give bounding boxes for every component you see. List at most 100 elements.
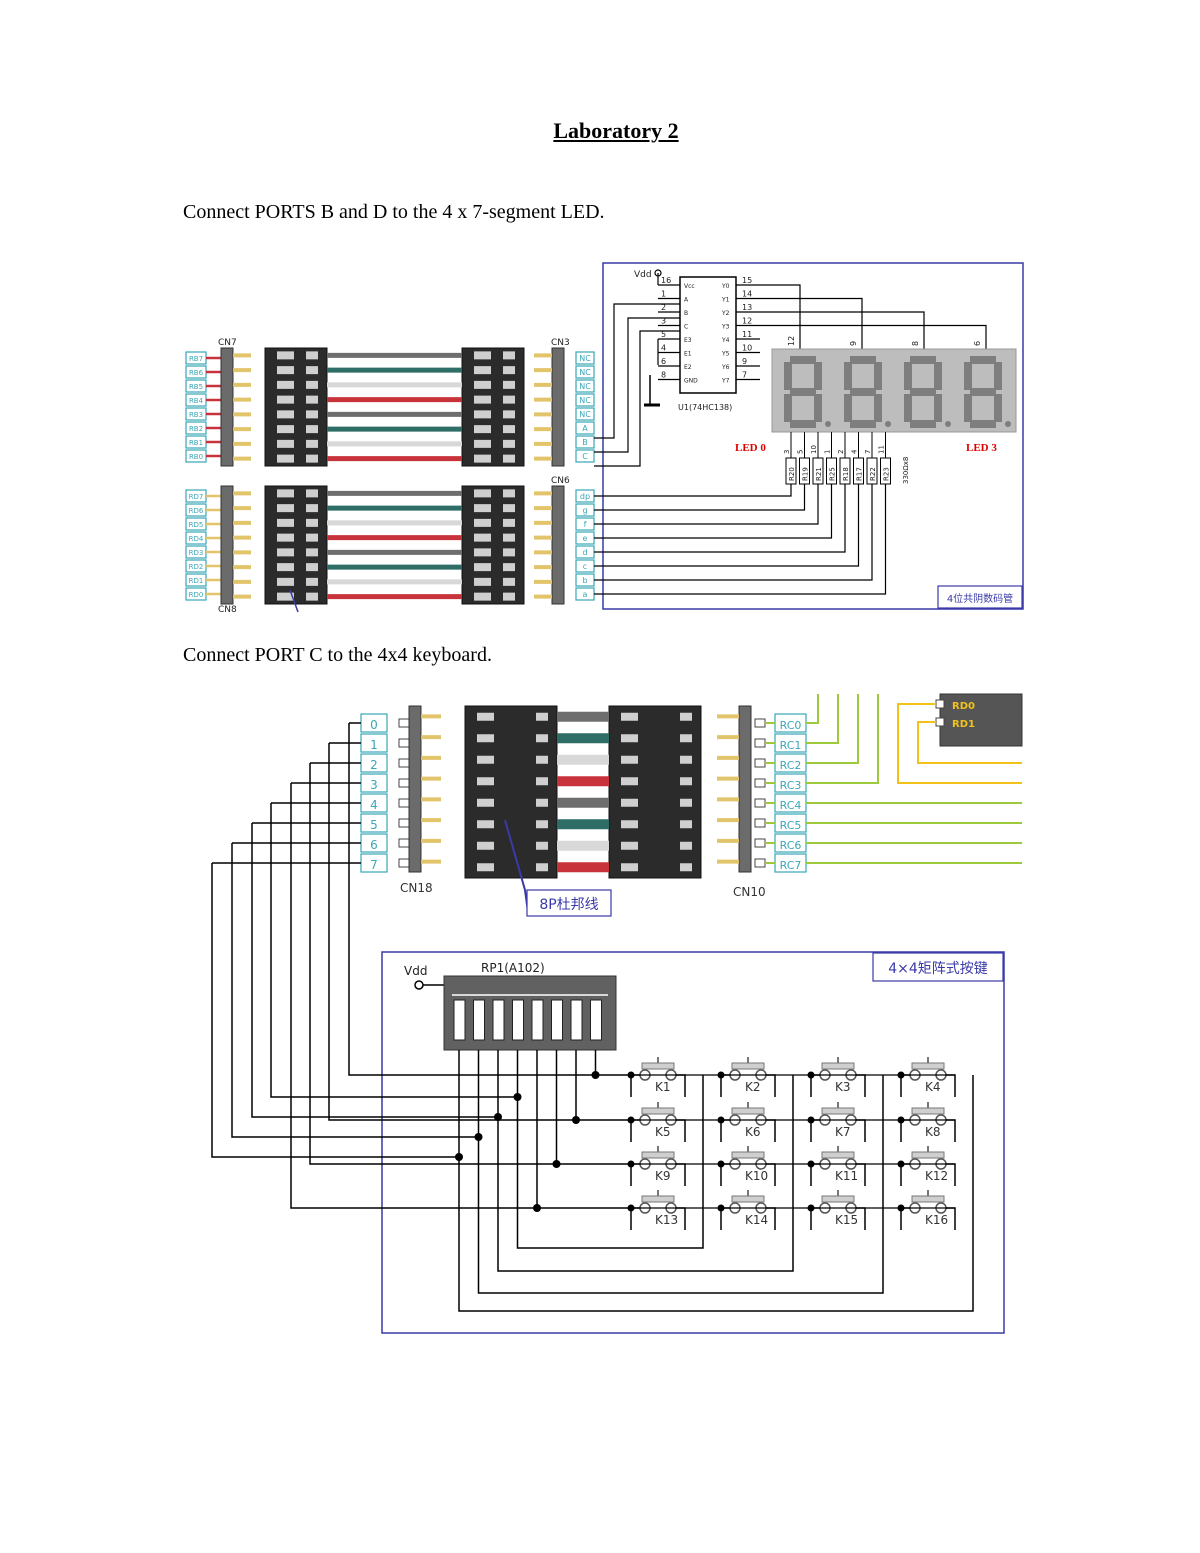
key-wire [810,1207,820,1230]
pin-label: RC5 [780,819,802,832]
segment-e [784,394,792,422]
key-wire [810,1074,820,1097]
keypad-panel-frame [381,951,1005,1334]
header-pin [717,755,739,760]
header-pin [233,441,251,446]
segment-pin-number: 1 [824,450,832,454]
header-socket [754,798,766,808]
cn3-header [551,347,565,467]
dupont-housing-right-top [461,347,525,467]
nc-label [575,393,595,407]
rd-label: RD1 [952,719,975,730]
dupont-pin-slot [306,454,318,463]
header-socket [398,738,410,748]
dupont-pin-slot [474,489,491,498]
ic-pin-name: Y1 [721,297,730,304]
pin-label: RC4 [780,799,802,812]
dupont-pin-slot [503,504,515,513]
resistor-pack-element [590,999,602,1041]
header-pin [233,382,251,387]
dupont-pin-slot [477,863,494,872]
rd-socket [935,699,945,709]
nc-label [575,435,595,449]
key-label: K7 [835,1125,851,1139]
dupont-housing-left-bottom [264,485,328,605]
pin-label: RB5 [189,383,203,391]
cn8-label: CN8 [218,605,237,615]
cn6-header [551,485,565,605]
pin-label: RD7 [189,493,204,501]
header-pin [534,353,552,358]
dupont-pin-slot [536,841,548,850]
dupont-pin-slot [277,504,294,513]
header-pin [233,520,251,525]
header-pin [534,397,552,402]
digit-pin-number: 6 [973,341,982,346]
dupont-pin-slot [503,548,515,557]
dupont-pin-slot [536,798,548,807]
pin-label: NC [579,354,591,363]
cn10-label: CN10 [733,885,766,899]
segment-b [814,362,822,390]
dupont-pin-slot [277,533,294,542]
key-cap [641,1062,675,1070]
row-wire [328,743,631,1121]
header-pin [233,353,251,358]
pin-label: c [583,562,587,571]
header-socket [398,758,410,768]
segment-d [850,420,876,428]
junction-dot [627,1160,635,1168]
digit-pin-number: 8 [911,341,920,346]
dupont-pin-slot [503,592,515,601]
cn6-label: CN6 [551,476,570,486]
header-pin [534,441,552,446]
pin-label: RB1 [189,439,203,447]
segment-f [964,362,972,390]
dupont-pin-slot [277,425,294,434]
header-pin [421,755,441,760]
pin-label: RB2 [189,425,203,433]
dupont-pin-slot [306,533,318,542]
segment-a [910,356,936,364]
decoder-ic [679,276,737,394]
header-pin [421,714,441,719]
key-label: K9 [655,1169,671,1183]
header-pin [233,491,251,496]
segment-c [994,394,1002,422]
ic-pin-number: 1 [661,290,666,299]
segment-d [790,420,816,428]
header-pin [233,535,251,540]
key-label: K14 [745,1213,768,1227]
resistor-label: R25 [829,467,837,481]
pin-label: RB6 [189,369,204,377]
pin-label: 6 [370,838,378,852]
junction-dot [627,1116,635,1124]
dupont-housing-right-bottom [461,485,525,605]
ic-pin-name: Y6 [721,364,730,371]
rc-wire [806,694,839,744]
header-socket [398,718,410,728]
dupont-pin-slot [277,439,294,448]
junction-dot [627,1204,635,1212]
header-pin [534,535,552,540]
dupont-pin-slot [536,820,548,829]
segment-f [904,362,912,390]
pin-label: NC [579,396,591,405]
dupont-pin-slot [621,755,638,764]
segment-pin-number: 11 [878,445,886,454]
key-cap [821,1195,855,1203]
header-pin [717,714,739,719]
keypad-caption-box [872,952,1004,982]
header-socket [398,798,410,808]
key-cap [641,1195,675,1203]
dupont-pin-slot [503,351,515,360]
dupont-pin-slot [503,380,515,389]
key-cap [911,1107,945,1115]
header-pin [233,565,251,570]
dupont-pin-slot [503,366,515,375]
pin-label: RB7 [189,355,203,363]
dupont-pin-slot [474,533,491,542]
dupont-pin-slot [277,410,294,419]
dupont-pin-slot [680,712,692,721]
dupont-pin-slot [306,395,318,404]
